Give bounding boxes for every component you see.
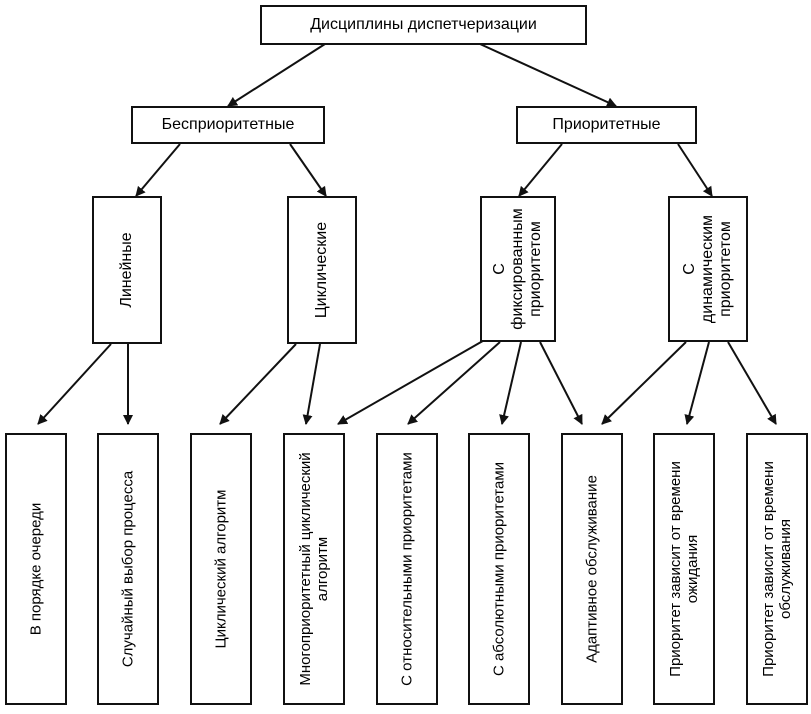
leaf-cyclic-algorithm-label: Циклический алгоритм xyxy=(212,489,230,649)
leaf-wait-time-label-line2: ожидания xyxy=(684,534,701,604)
nonpriority-node: Бесприоритетные xyxy=(131,106,325,144)
leaf-random-choice-label: Случайный выбор процесса xyxy=(119,470,137,668)
priority-node: Приоритетные xyxy=(516,106,697,144)
fixed-priority-node: С фиксированным приоритетом xyxy=(480,196,556,342)
arrow-nonpriority-to-cyclic xyxy=(289,143,327,197)
leaf-cyclic-algorithm: Циклический алгоритм xyxy=(190,433,252,705)
dynamic-priority-label-line3: приоритетом xyxy=(717,221,734,317)
leaf-queue-order: В порядке очереди xyxy=(5,433,67,705)
leaf-service-time: Приоритет зависит от времени обслуживани… xyxy=(746,433,808,705)
arrow-dynamic-to-adaptive xyxy=(601,341,687,425)
dynamic-priority-label-line2: динамическим xyxy=(699,214,716,324)
linear-node: Линейные xyxy=(92,196,162,344)
leaf-absolute-label: С абсолютными приоритетами xyxy=(490,461,508,677)
leaf-wait-time: Приоритет зависит от времени ожидания xyxy=(653,433,715,705)
arrow-fixed-to-relative xyxy=(407,341,501,425)
leaf-wait-time-label-line1: Приоритет зависит от времени xyxy=(667,461,684,677)
leaf-queue-order-label: В порядке очереди xyxy=(27,502,45,636)
arrow-dynamic-to-wait-time xyxy=(684,341,710,425)
arrow-fixed-to-adaptive xyxy=(539,341,583,425)
arrow-root-to-priority xyxy=(479,43,617,107)
leaf-random-choice: Случайный выбор процесса xyxy=(97,433,159,705)
dynamic-priority-label-line1: С xyxy=(681,263,698,275)
fixed-priority-label-line2: фиксированным xyxy=(509,208,526,330)
leaf-multipriority-label-line2: алгоритм xyxy=(314,536,331,602)
arrow-fixed-to-absolute xyxy=(499,341,522,425)
leaf-relative: С относительными приоритетами xyxy=(376,433,438,705)
leaf-multipriority: Многоприоритетный циклический алгоритм xyxy=(283,433,345,705)
arrow-dynamic-to-service-time xyxy=(727,341,777,425)
linear-label: Линейные xyxy=(118,232,135,308)
nonpriority-label: Бесприоритетные xyxy=(161,116,295,133)
arrow-priority-to-fixed xyxy=(518,143,563,197)
leaf-relative-label: С относительными приоритетами xyxy=(398,452,416,686)
leaf-adaptive: Адаптивное обслуживание xyxy=(561,433,623,705)
arrow-root-to-nonpriority xyxy=(227,43,326,107)
fixed-priority-label-line1: С xyxy=(491,263,508,275)
leaf-absolute: С абсолютными приоритетами xyxy=(468,433,530,705)
arrow-priority-to-dynamic xyxy=(677,143,713,197)
dynamic-priority-node: С динамическим приоритетом xyxy=(668,196,748,342)
root-label: Дисциплины диспетчеризации xyxy=(310,16,537,33)
leaf-service-time-label-line2: обслуживания xyxy=(777,518,794,620)
leaf-adaptive-label: Адаптивное обслуживание xyxy=(583,475,601,663)
leaf-multipriority-label-line1: Многоприоритетный циклический xyxy=(297,452,314,686)
arrow-cyclic-to-multipriority xyxy=(302,343,321,425)
leaf-service-time-label-line1: Приоритет зависит от времени xyxy=(760,461,777,677)
cyclic-node: Циклические xyxy=(287,196,357,344)
arrow-nonpriority-to-linear xyxy=(135,143,181,197)
root-node: Дисциплины диспетчеризации xyxy=(260,5,587,45)
arrow-fixed-to-multipriority xyxy=(337,337,489,425)
priority-label: Приоритетные xyxy=(552,116,661,133)
arrow-cyclic-to-cyclic-algorithm xyxy=(219,343,297,425)
fixed-priority-label-line3: приоритетом xyxy=(527,221,544,317)
arrow-linear-to-queue-order xyxy=(37,343,112,425)
cyclic-label: Циклические xyxy=(313,221,330,319)
